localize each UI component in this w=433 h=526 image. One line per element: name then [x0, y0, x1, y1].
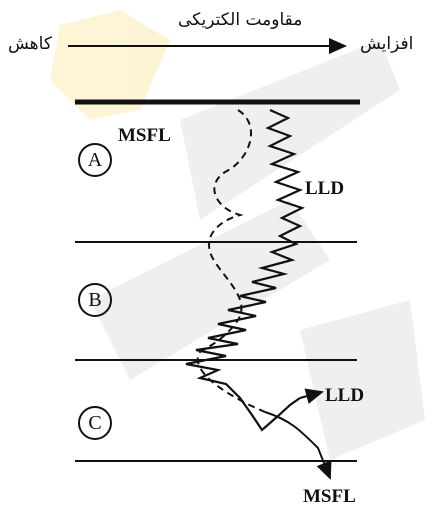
- zone-marker-c: C: [78, 406, 112, 440]
- scale-title: مقاومت الکتریکی: [178, 10, 303, 30]
- curve-label-msfl-bottom: MSFL: [303, 486, 356, 507]
- scale-increase-label: افزایش: [360, 34, 414, 54]
- msfl-arrow-path: [264, 411, 332, 480]
- curve-label-lld-bottom: LLD: [325, 385, 365, 406]
- watermark: [50, 10, 425, 460]
- curve-label-msfl-top: MSFL: [118, 125, 171, 146]
- lld-arrow: [299, 388, 324, 404]
- zone-marker-b: B: [78, 283, 112, 317]
- msfl-curve: [196, 109, 266, 413]
- curve-label-lld-top: LLD: [305, 178, 345, 199]
- lld-curve: [185, 108, 305, 432]
- zone-marker-a: A: [78, 143, 112, 177]
- scale-decrease-label: کاهش: [8, 34, 52, 54]
